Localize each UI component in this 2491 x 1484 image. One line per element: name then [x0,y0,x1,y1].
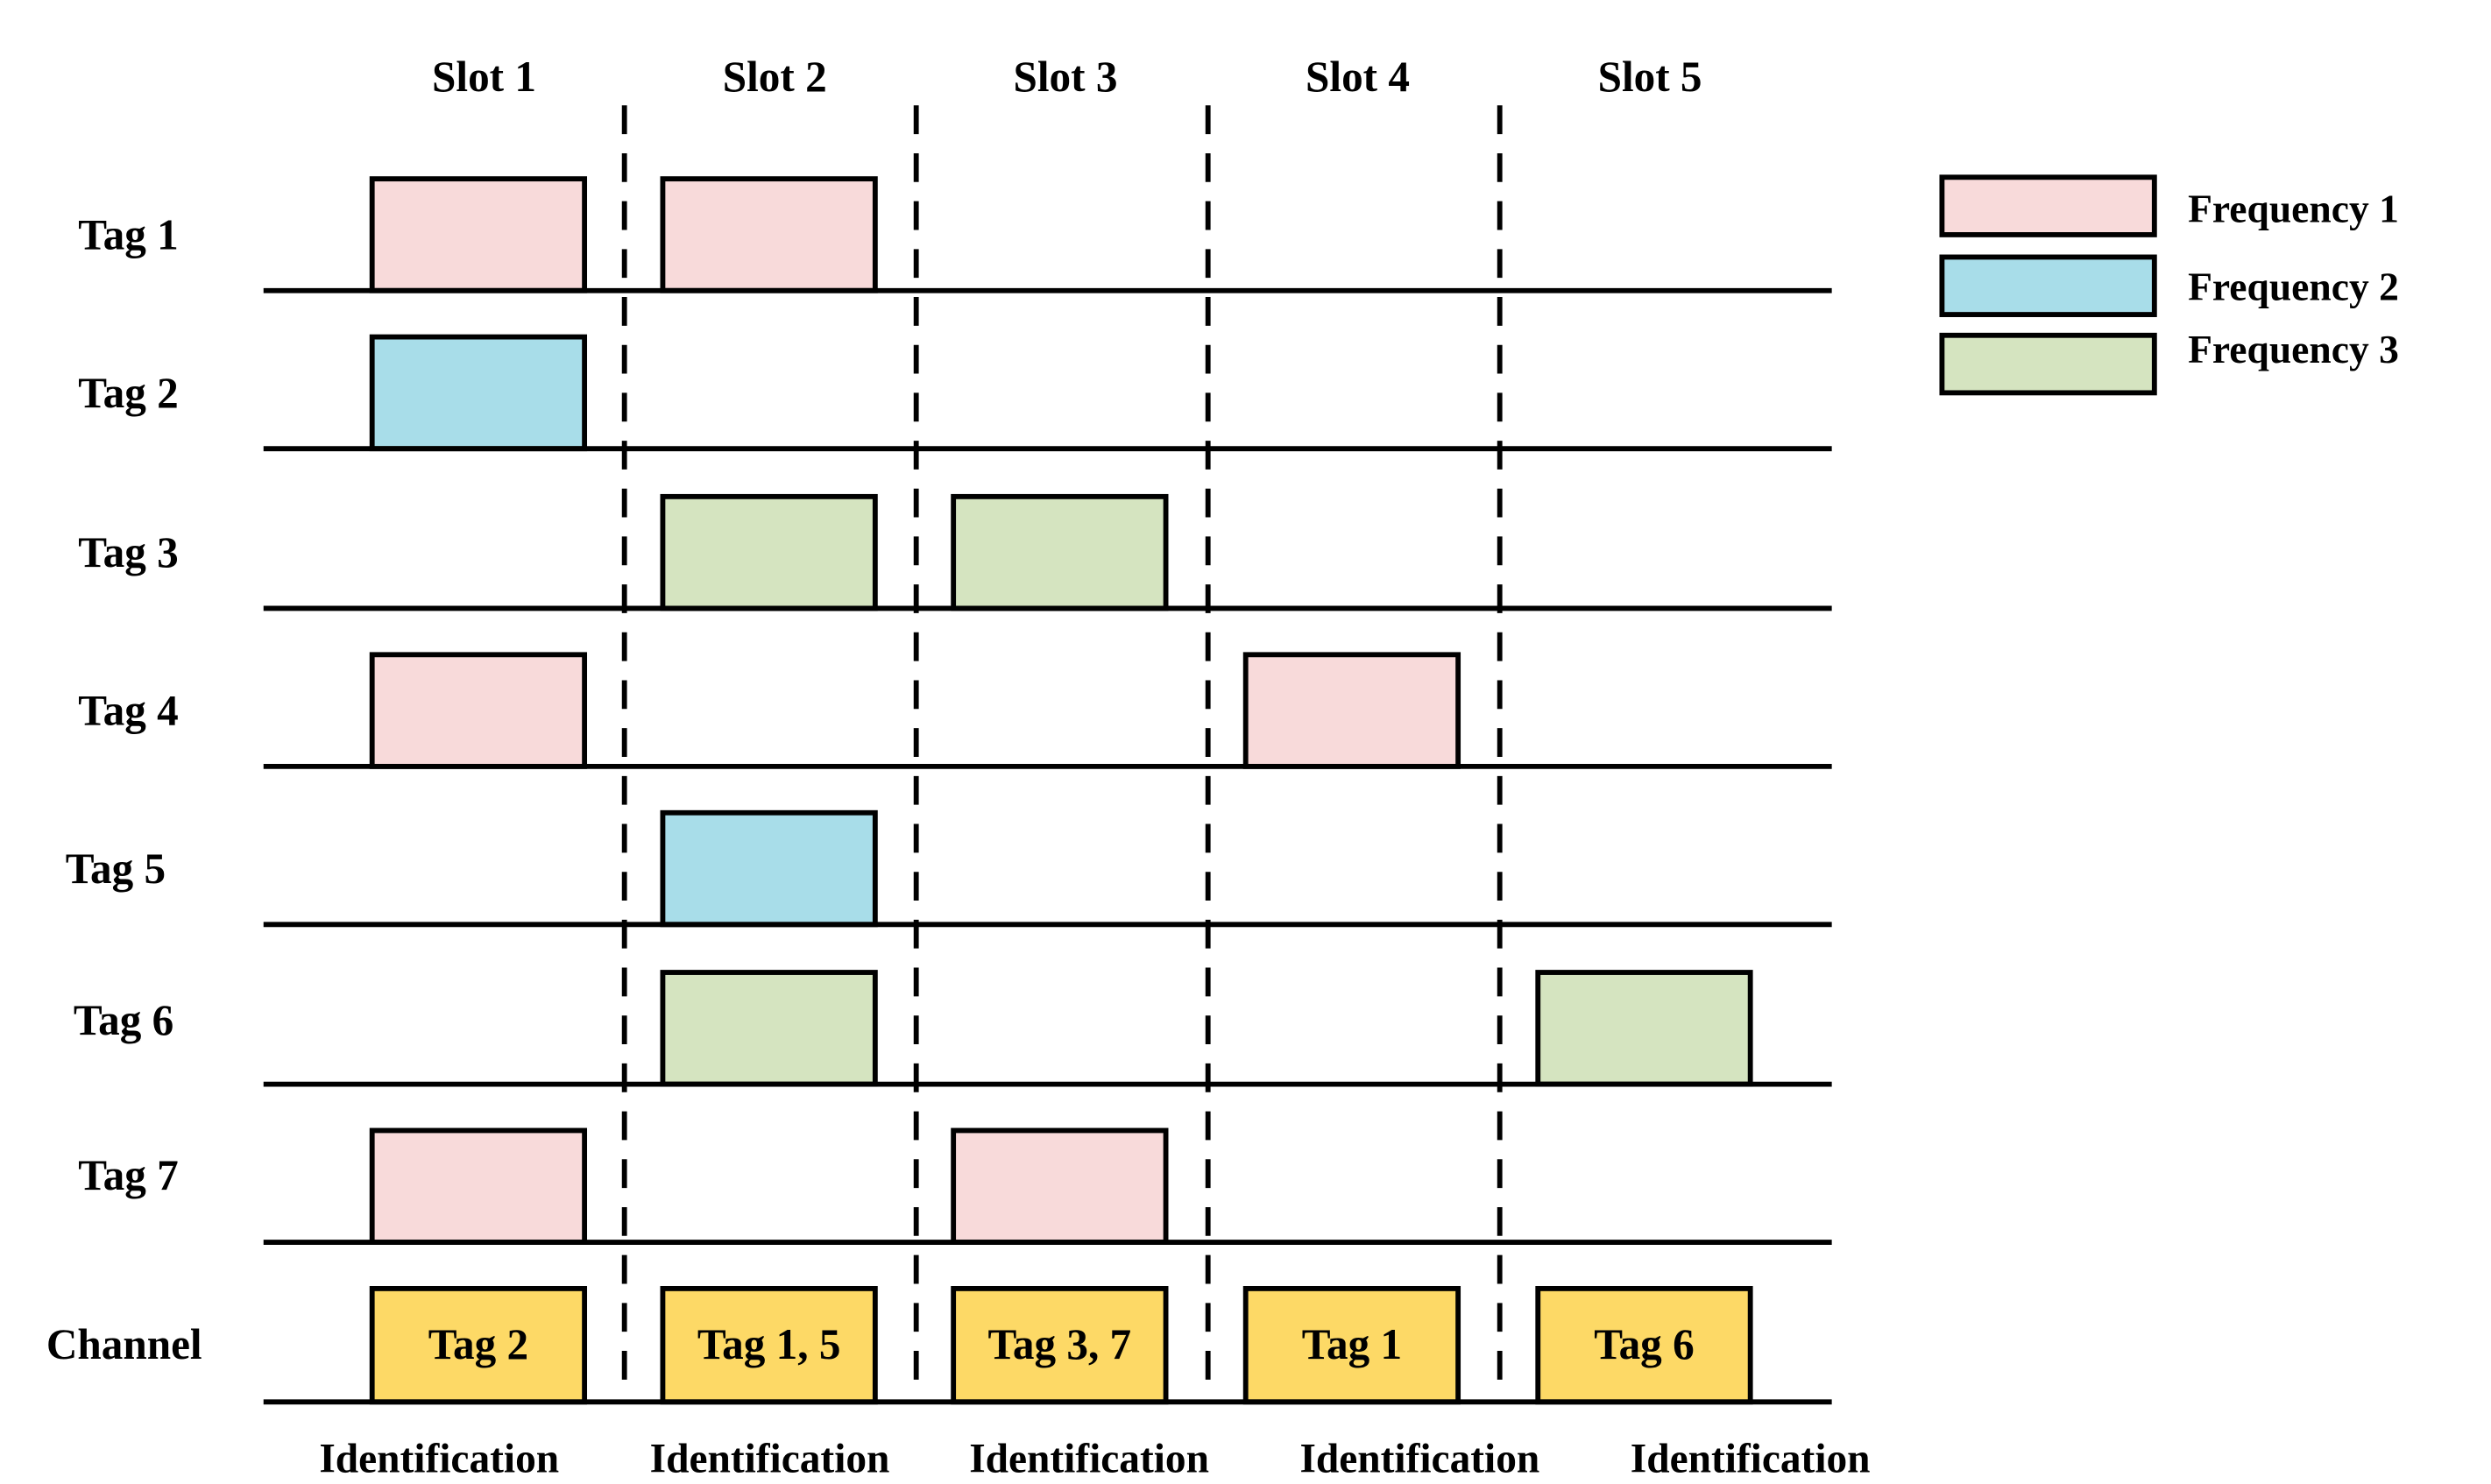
transmission-tag1-slot2 [660,176,878,293]
tag-label-2: Tag 2 [78,369,178,417]
legend-label-frequency-3: Frequency 3 [2188,327,2399,371]
slot-header-1: Slot 1 [432,53,536,101]
transmission-tag5-slot2 [660,809,878,928]
channel-result-slot5: Tag 6 [1594,1320,1694,1368]
tag-label-3: Tag 3 [78,528,178,576]
legend-label-frequency-2: Frequency 2 [2188,265,2399,309]
identification-label-2: Identification [650,1437,890,1482]
transmission-tag3-slot3 [951,493,1169,611]
transmission-tag6-slot5 [1535,970,1753,1087]
transmission-tag7-slot3 [951,1127,1169,1245]
tag-label-6: Tag 6 [74,996,173,1044]
identification-label-3: Identification [969,1437,1209,1482]
legend-swatch-frequency-3 [1939,332,2157,396]
transmission-tag3-slot2 [660,493,878,611]
transmission-tag2-slot1 [369,334,588,452]
channel-box-slot2 [660,1286,878,1405]
channel-box-slot4 [1242,1286,1461,1405]
channel-result-slot1: Tag 2 [428,1320,528,1368]
channel-box-slot1 [369,1286,588,1405]
identification-label-5: Identification [1631,1437,1871,1482]
legend-swatch-frequency-1 [1939,174,2157,237]
transmission-tag4-slot1 [369,652,588,769]
channel-result-slot4: Tag 1 [1302,1320,1402,1368]
channel-result-slot2: Tag 1, 5 [697,1320,841,1368]
slot-header-5: Slot 5 [1598,53,1702,101]
transmission-tag4-slot4 [1242,652,1461,769]
channel-box-slot5 [1535,1286,1753,1405]
identification-label-1: Identification [319,1437,559,1482]
tag-label-1: Tag 1 [78,210,178,258]
channel-label: Channel [46,1320,202,1368]
channel-result-slot3: Tag 3, 7 [988,1320,1132,1368]
legend-label-frequency-1: Frequency 1 [2188,186,2399,230]
identification-label-4: Identification [1300,1437,1540,1482]
transmission-tag6-slot2 [660,970,878,1087]
diagram-content: Slot 1 Slot 2 Slot 3 Slot 4 Slot 5 Tag 1 Tag 2… [46,53,2399,1482]
slot-header-2: Slot 2 [723,53,827,101]
transmission-tag1-slot1 [369,176,588,293]
tag-label-7: Tag 7 [78,1151,178,1199]
slot-header-4: Slot 4 [1306,53,1410,101]
legend-swatch-frequency-2 [1939,254,2157,317]
transmission-tag7-slot1 [369,1127,588,1245]
slot-header-3: Slot 3 [1014,53,1118,101]
channel-box-slot3 [951,1286,1169,1405]
tag-label-5: Tag 5 [66,844,166,893]
tag-label-4: Tag 4 [78,687,178,735]
